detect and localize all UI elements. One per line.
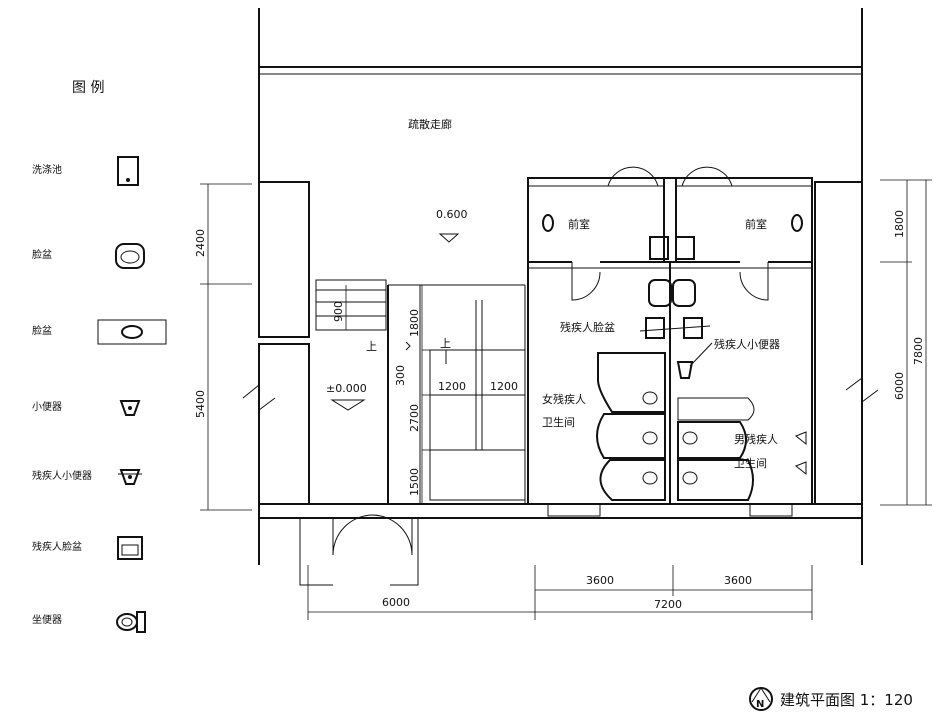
dim-right-6000: 6000 bbox=[893, 372, 906, 400]
dim-flight-1200-b: 1200 bbox=[490, 380, 518, 393]
dim-left-2400: 2400 bbox=[194, 229, 207, 257]
female-toilet-label-2: 卫生间 bbox=[542, 415, 575, 429]
corridor-label: 疏散走廊 bbox=[408, 117, 452, 131]
accessible-basin-label: 残疾人脸盆 bbox=[560, 320, 615, 334]
male-toilet-label-1: 男残疾人 bbox=[734, 432, 778, 446]
dimension-lines bbox=[200, 179, 932, 620]
vestibule-left-label: 前室 bbox=[568, 217, 590, 231]
male-toilet-label-2: 卫生间 bbox=[734, 456, 767, 470]
dim-stair-300: 300 bbox=[394, 365, 407, 386]
dim-bottom-3600-b: 3600 bbox=[724, 574, 752, 587]
dim-left-5400: 5400 bbox=[194, 390, 207, 418]
dim-ramp-900: 900 bbox=[332, 301, 345, 322]
urinal-icon bbox=[119, 400, 141, 416]
legend-label-accessible-basin: 残疾人脸盆 bbox=[32, 540, 82, 553]
washbasin-icon bbox=[115, 243, 145, 269]
elevation-marker-ground bbox=[330, 399, 366, 411]
accessible-urinal-icon bbox=[118, 469, 142, 485]
legend-title: 图 例 bbox=[72, 80, 104, 96]
dim-stair-1500: 1500 bbox=[408, 468, 421, 496]
female-toilet-label-1: 女残疾人 bbox=[542, 392, 586, 406]
dim-bottom-7200: 7200 bbox=[654, 598, 682, 611]
stair-up-right-label: 上 bbox=[440, 337, 451, 350]
north-label: N bbox=[756, 699, 764, 710]
dim-right-1800: 1800 bbox=[893, 210, 906, 238]
legend-label-counter-basin: 脸盆 bbox=[32, 324, 52, 337]
vestibule-right-label: 前室 bbox=[745, 217, 767, 231]
elevation-marker-upper bbox=[438, 233, 460, 243]
toilet-block bbox=[527, 166, 813, 517]
stair-up-left-label: 上 bbox=[366, 340, 377, 353]
drawing-title: 建筑平面图 1：120 bbox=[780, 691, 913, 709]
counter-basin-icon bbox=[97, 319, 167, 345]
accessible-basin-icon bbox=[117, 536, 143, 560]
dim-right-7800: 7800 bbox=[912, 337, 925, 365]
legend-label-washbasin: 脸盆 bbox=[32, 248, 52, 261]
legend-label-sink: 洗涤池 bbox=[32, 163, 62, 176]
dim-bottom-6000: 6000 bbox=[382, 596, 410, 609]
dim-bottom-3600-a: 3600 bbox=[586, 574, 614, 587]
dim-flight-1200-a: 1200 bbox=[438, 380, 466, 393]
building-outline bbox=[242, 8, 879, 586]
elevation-upper-label: 0.600 bbox=[436, 208, 468, 221]
toilet-icon bbox=[116, 611, 146, 633]
accessible-urinal-label: 残疾人小便器 bbox=[714, 337, 780, 351]
title-block: N 建筑平面图 1：120 bbox=[749, 687, 913, 711]
dim-stair-2700: 2700 bbox=[408, 404, 421, 432]
legend-label-urinal: 小便器 bbox=[32, 400, 62, 413]
sink-icon bbox=[117, 156, 139, 186]
legend: 图 例 洗涤池 脸盆 脸盆 小便器 残疾人小便器 残疾人脸盆 bbox=[32, 80, 167, 633]
legend-label-toilet: 坐便器 bbox=[32, 613, 62, 626]
elevation-ground-label: ±0.000 bbox=[326, 382, 367, 395]
dim-stair-1800: 1800 bbox=[408, 309, 421, 337]
north-arrow-icon: N bbox=[749, 687, 773, 711]
stair-ramp-area bbox=[315, 279, 526, 504]
legend-label-accessible-urinal: 残疾人小便器 bbox=[32, 469, 92, 482]
